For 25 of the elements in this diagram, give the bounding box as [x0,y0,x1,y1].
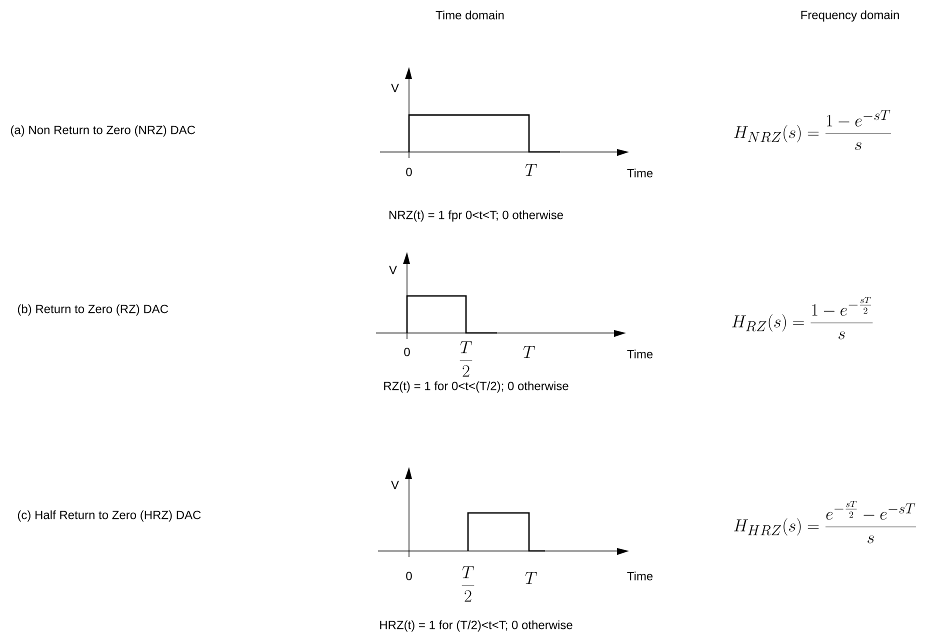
axis-label: V [391,84,399,92]
axis-label: Time [627,350,653,358]
tick-label: $T$ [525,164,537,176]
transfer-function-formula: $H_{RZ}(s)=\frac{1-e^{-\frac{sT}{2}}}{s}$ [732,296,873,340]
transfer-function-formula: $H_{HRZ}(s)=\frac{e^{-\frac{sT}{2}}-e^{-sT}}{s}$ [734,500,916,544]
definition-text: RZ(t) = 1 for 0<t<(T/2); 0 otherwise [384,381,568,393]
tick-label: 0 [404,348,410,356]
column-heading: Time domain [436,10,504,20]
row-label: (c) Half Return to Zero (HRZ) DAC [18,510,201,522]
tick-label: $\frac{T}{2}$ [462,566,474,602]
tick-label: $T$ [525,572,537,584]
axis-label: Time [627,168,653,178]
transfer-function-formula: $H_{NRZ}(s)=\frac{1-e^{-sT}}{s}$ [734,110,891,150]
column-heading: Frequency domain [801,10,899,22]
row-label: (b) Return to Zero (RZ) DAC [18,304,168,316]
definition-text: NRZ(t) = 1 fpr 0<t<T; 0 otherwise [389,210,563,222]
axis-label: Time [627,572,653,580]
definition-text: HRZ(t) = 1 for (T/2)<t<T; 0 otherwise [380,620,572,632]
tick-label: 0 [406,168,412,176]
tick-label: $T$ [523,346,535,358]
tick-label: 0 [406,572,412,580]
tick-label: $\frac{T}{2}$ [460,341,472,377]
axis-label: V [391,480,399,490]
row-label: (a) Non Return to Zero (NRZ) DAC [10,125,196,137]
axis-label: V [389,266,397,274]
